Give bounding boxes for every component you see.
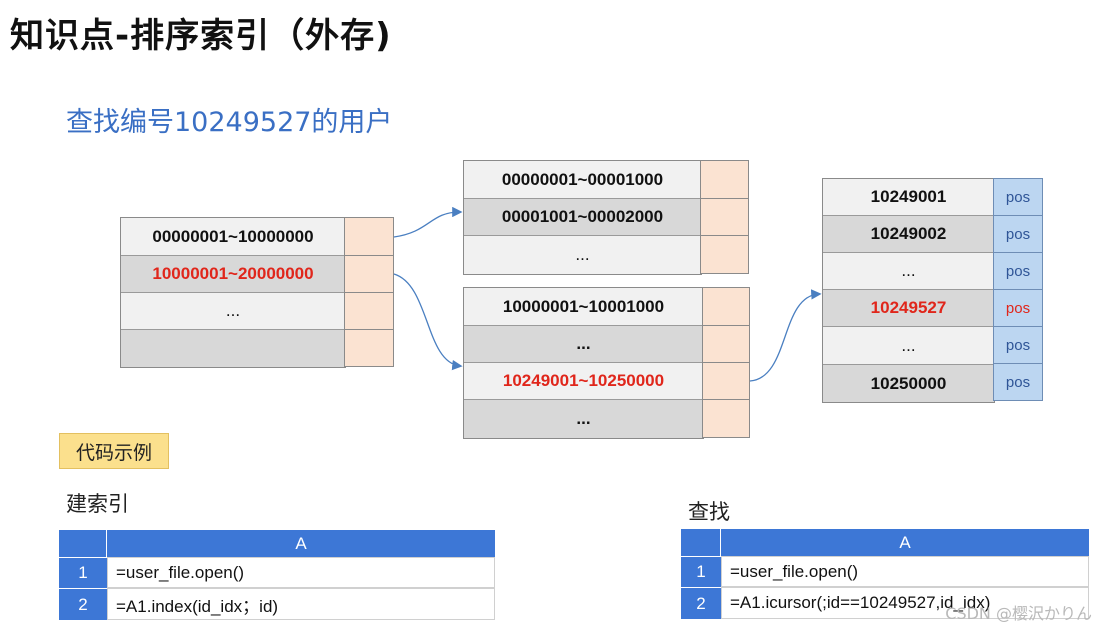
pos-cell-highlight: pos xyxy=(993,289,1043,327)
build-index-grid: A 1 =user_file.open() 2 =A1.index(id_idx… xyxy=(59,530,495,620)
subtitle: 查找编号10249527的用户 xyxy=(66,107,393,138)
level2-top-row: ... xyxy=(464,236,701,274)
level2-bottom-row-highlight: 10249001~10250000 xyxy=(464,363,703,400)
search-grid: A 1 =user_file.open() 2 =A1.icursor(;id=… xyxy=(681,529,1089,619)
arrow-level2-to-leaf xyxy=(749,289,822,382)
level3-row: 10249001 xyxy=(823,179,994,216)
level2-bottom-row: 10000001~10001000 xyxy=(464,288,703,326)
level2-top-row: 00000001~00001000 xyxy=(464,161,701,199)
row-number-1[interactable]: 1 xyxy=(681,556,721,587)
column-header-a[interactable]: A xyxy=(721,529,1089,556)
arrow-level1-to-bottom xyxy=(393,273,463,371)
level3-row: 10249002 xyxy=(823,216,994,253)
watermark: CSDN @樱沢かりん xyxy=(945,604,1092,623)
level2-bottom-pointer xyxy=(702,287,750,326)
level3-leaf-table: 10249001 10249002 ... 10249527 ... 10250… xyxy=(822,178,995,403)
level2-top-row: 00001001~00002000 xyxy=(464,199,701,236)
level1-index-table: 00000001~10000000 10000001~20000000 ... xyxy=(120,217,346,368)
code-example-badge: 代码示例 xyxy=(59,433,169,469)
grid-corner xyxy=(59,530,107,557)
level3-row-highlight: 10249527 xyxy=(823,290,994,327)
level2-top-table: 00000001~00001000 00001001~00002000 ... xyxy=(463,160,702,275)
level3-row: 10250000 xyxy=(823,365,994,402)
build-index-label: 建索引 xyxy=(66,492,129,516)
level2-top-pointer xyxy=(700,160,749,199)
level2-bottom-row: ... xyxy=(464,400,703,438)
page-title: 知识点-排序索引（外存) xyxy=(10,16,392,56)
pos-cell: pos xyxy=(993,363,1043,401)
code-cell-a1[interactable]: =user_file.open() xyxy=(721,556,1089,587)
pos-cell: pos xyxy=(993,178,1043,216)
row-number-2[interactable]: 2 xyxy=(681,587,721,619)
code-cell-a2[interactable]: =A1.icursor(;id==10249527,id_idx) xyxy=(721,587,1089,619)
level2-bottom-pointer xyxy=(702,325,750,363)
level2-bottom-row: ... xyxy=(464,326,703,363)
pos-cell: pos xyxy=(993,252,1043,290)
level1-row xyxy=(121,330,345,367)
level1-pointer xyxy=(344,217,394,256)
level3-row: ... xyxy=(823,253,994,290)
search-label: 查找 xyxy=(688,500,730,524)
level2-top-pointer xyxy=(700,235,749,274)
level1-row: ... xyxy=(121,293,345,330)
level3-row: ... xyxy=(823,327,994,365)
level2-bottom-pointer xyxy=(702,362,750,400)
row-number-2[interactable]: 2 xyxy=(59,588,107,620)
code-cell-a2[interactable]: =A1.index(id_idx；id) xyxy=(107,588,495,620)
level2-top-pointer xyxy=(700,198,749,236)
level1-pointer xyxy=(344,329,394,367)
column-header-a[interactable]: A xyxy=(107,530,495,557)
level2-bottom-pointer xyxy=(702,399,750,438)
code-cell-a1[interactable]: =user_file.open() xyxy=(107,557,495,588)
pos-cell: pos xyxy=(993,326,1043,364)
arrow-level1-to-top xyxy=(393,206,463,238)
level1-row: 00000001~10000000 xyxy=(121,218,345,256)
grid-corner xyxy=(681,529,721,556)
level1-row-highlight: 10000001~20000000 xyxy=(121,256,345,293)
level2-bottom-table: 10000001~10001000 ... 10249001~10250000 … xyxy=(463,287,704,439)
pos-cell: pos xyxy=(993,215,1043,253)
row-number-1[interactable]: 1 xyxy=(59,557,107,588)
